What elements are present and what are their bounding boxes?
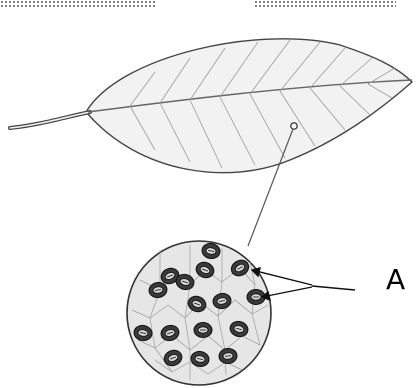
stoma	[194, 323, 212, 338]
label-a-pointer-lines	[252, 268, 355, 300]
magnified-stomata-icon	[127, 241, 271, 385]
sample-point	[291, 123, 297, 129]
leaf-icon	[10, 39, 412, 173]
callout-label-a: A	[386, 266, 405, 294]
